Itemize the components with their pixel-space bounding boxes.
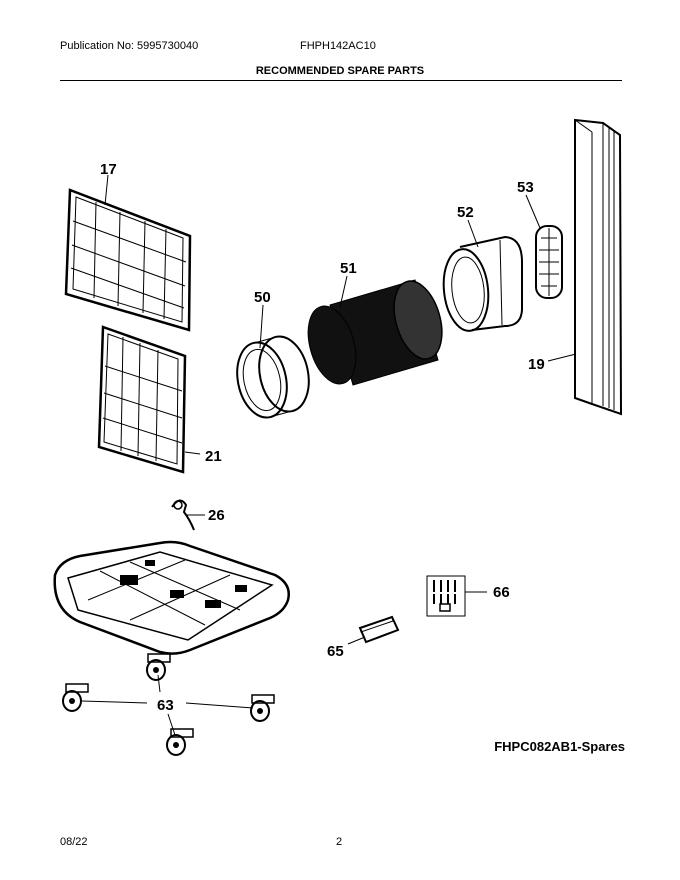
hose-adapter-50: [236, 335, 310, 419]
screw-kit-66: [426, 575, 466, 617]
exhaust-hose-51: [307, 279, 443, 386]
window-adapter-52: [442, 235, 523, 332]
label-17: 17: [100, 161, 117, 178]
grille-53: [535, 225, 563, 299]
filter-grid-21: [97, 325, 187, 474]
header-rule: [60, 80, 622, 81]
spares-code: FHPC082AB1-Spares: [494, 739, 625, 754]
label-51: 51: [340, 260, 357, 277]
footer-date: 08/22: [60, 836, 88, 848]
label-63: 63: [157, 697, 174, 714]
caster-63-top: [146, 653, 171, 681]
publication-number: Publication No: 5995730040: [60, 40, 199, 52]
label-21: 21: [205, 448, 222, 465]
filter-frame-17: [64, 188, 192, 332]
label-50: 50: [254, 289, 271, 306]
page-title: RECOMMENDED SPARE PARTS: [255, 65, 425, 77]
caster-63-left: [62, 683, 89, 712]
caster-63-right: [250, 694, 275, 722]
label-19: 19: [528, 356, 545, 373]
clip-26: [171, 499, 195, 531]
label-26: 26: [208, 507, 225, 524]
page-number: 2: [336, 836, 343, 848]
model-number: FHPH142AC10: [300, 40, 376, 52]
label-53: 53: [517, 179, 534, 196]
remote-65: [358, 615, 400, 644]
window-panel-19: [574, 118, 623, 416]
leader-lines: [81, 174, 577, 736]
label-65: 65: [327, 643, 344, 660]
label-66: 66: [493, 584, 510, 601]
label-52: 52: [457, 204, 474, 221]
caster-63-bottom: [166, 728, 194, 756]
base-chassis: [53, 540, 290, 655]
